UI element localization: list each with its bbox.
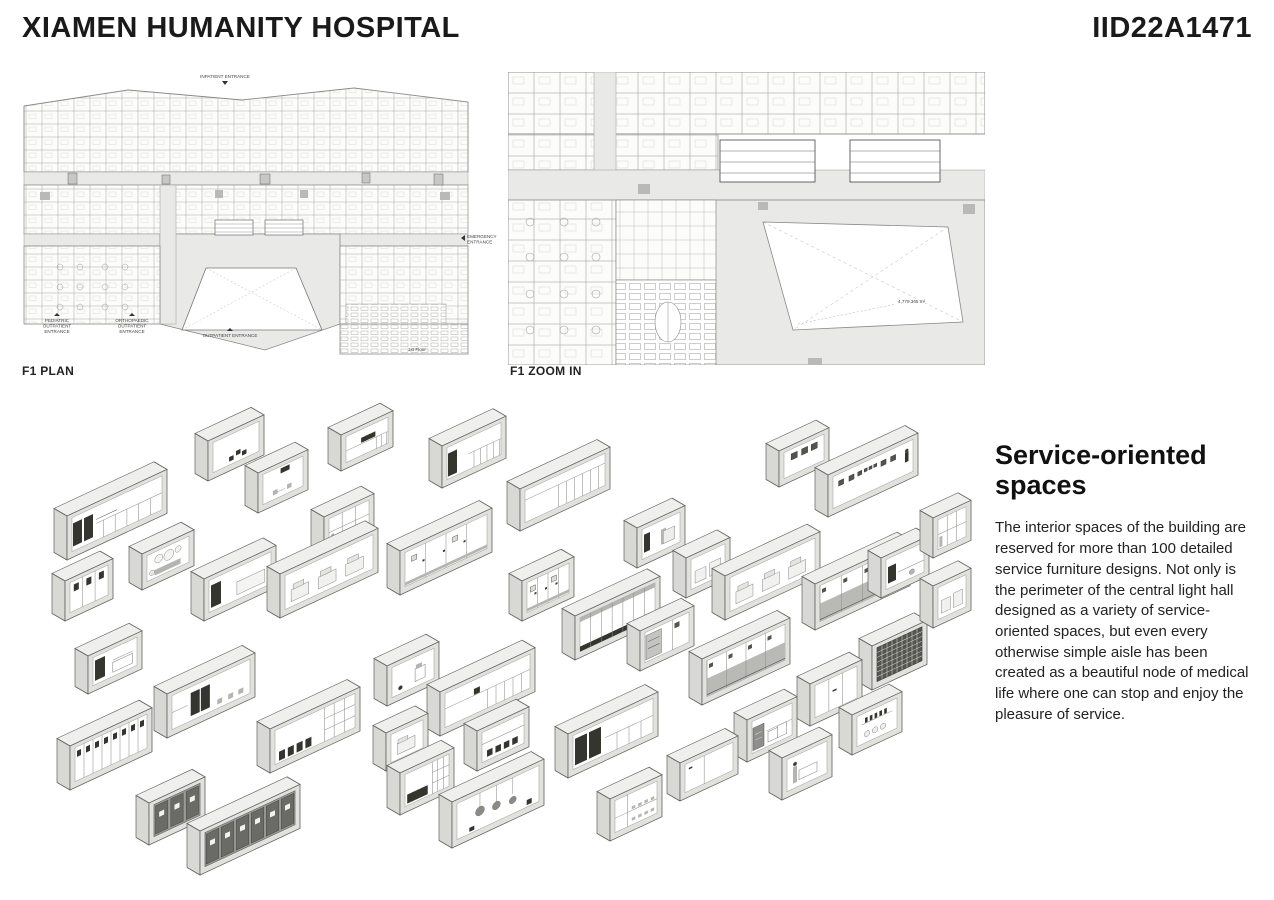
entrance-arrow-icon: [54, 313, 60, 316]
furniture-module: [626, 597, 695, 672]
furniture-module: [310, 485, 375, 556]
furniture-module: [153, 645, 256, 739]
furniture-module: [256, 679, 361, 774]
area-note: 4,779.365 m²: [898, 299, 926, 304]
f1-plan-drawing: INPATIENT ENTRANCE EMERGENCY ENTRANCE PE…: [23, 74, 497, 355]
furniture-module: [56, 699, 153, 791]
furniture-module: [372, 705, 429, 772]
svg-text:OUTPATIENT: OUTPATIENT: [43, 324, 72, 329]
furniture-module: [426, 639, 536, 737]
plan-linework: [23, 87, 469, 355]
furniture-module: [128, 521, 195, 591]
floor-note: 1st Floor: [408, 347, 426, 352]
furniture-module: [190, 537, 277, 622]
furniture-module: [438, 751, 545, 849]
furniture-module: [386, 739, 455, 816]
svg-text:ENTRANCE: ENTRANCE: [467, 240, 492, 245]
svg-text:ENTRANCE: ENTRANCE: [44, 329, 69, 334]
furniture-module: [688, 610, 791, 706]
inpatient-entrance-label: INPATIENT ENTRANCE: [200, 74, 250, 79]
furniture-module: [135, 768, 206, 846]
plan-annotations: INPATIENT ENTRANCE EMERGENCY ENTRANCE PE…: [43, 74, 497, 352]
f1-zoom-label: F1 ZOOM IN: [510, 364, 582, 378]
furniture-module: [386, 500, 493, 596]
furniture-module: [327, 402, 394, 472]
section-heading: Service-oriented spaces: [995, 440, 1207, 501]
outpatient-entrance-label: OUTPATIENT ENTRANCE: [203, 333, 258, 338]
furniture-module: [768, 726, 833, 801]
orthopaedic-entrance-label: ORTHOPAEDIC: [115, 318, 149, 323]
furniture-module: [373, 633, 440, 707]
furniture-module: [596, 766, 663, 842]
furniture-module: [186, 776, 301, 876]
plan-linework: [508, 72, 985, 365]
emergency-entrance-label: EMERGENCY: [467, 234, 497, 239]
furniture-module: [623, 497, 686, 569]
f1-zoom-figure: 4,779.365 m²: [508, 72, 985, 365]
furniture-module: [266, 520, 379, 619]
furniture-module: [506, 439, 611, 532]
furniture-module: [765, 419, 830, 488]
furniture-module: [51, 550, 114, 622]
furniture-module: [733, 688, 798, 763]
furniture-module: [919, 560, 972, 629]
furniture-module: [244, 441, 309, 514]
svg-text:OUTPATIENT: OUTPATIENT: [118, 324, 147, 329]
furniture-module: [801, 531, 911, 631]
section-body: The interior spaces of the building are …: [995, 519, 1249, 723]
pediatric-entrance-label: PEDIATRIC: [45, 318, 70, 323]
furniture-module: [672, 529, 731, 599]
furniture-module: [838, 683, 903, 756]
furniture-module: [711, 523, 821, 621]
entrance-arrow-icon: [461, 235, 465, 241]
furniture-module: [858, 612, 928, 691]
furniture-module: [428, 408, 507, 489]
furniture-module: [666, 727, 739, 802]
board-id: IID22A1471: [1092, 12, 1252, 44]
furniture-module: [463, 698, 530, 772]
furniture-module: [561, 568, 661, 661]
entrance-arrow-icon: [227, 328, 233, 331]
entrance-arrow-icon: [129, 313, 135, 316]
furniture-module: [508, 548, 575, 622]
furniture-module: [814, 425, 919, 518]
furniture-module: [796, 651, 863, 727]
furniture-module: [194, 406, 265, 482]
page-title: XIAMEN HUMANITY HOSPITAL: [22, 12, 460, 44]
furniture-module: [53, 461, 168, 561]
svg-text:ENTRANCE: ENTRANCE: [119, 329, 144, 334]
entrance-arrow-icon: [222, 81, 228, 85]
furniture-module: [867, 527, 930, 599]
furniture-module: [554, 684, 659, 779]
f1-plan-figure: INPATIENT ENTRANCE EMERGENCY ENTRANCE PE…: [10, 72, 497, 358]
f1-zoom-drawing: 4,779.365 m²: [508, 72, 985, 365]
f1-plan-label: F1 PLAN: [22, 364, 75, 378]
sidebar-text-block: Service-oriented spaces The interior spa…: [995, 440, 1255, 725]
furniture-module: [919, 492, 972, 559]
furniture-module: [74, 622, 143, 695]
plan-annotations: 4,779.365 m²: [898, 299, 926, 304]
